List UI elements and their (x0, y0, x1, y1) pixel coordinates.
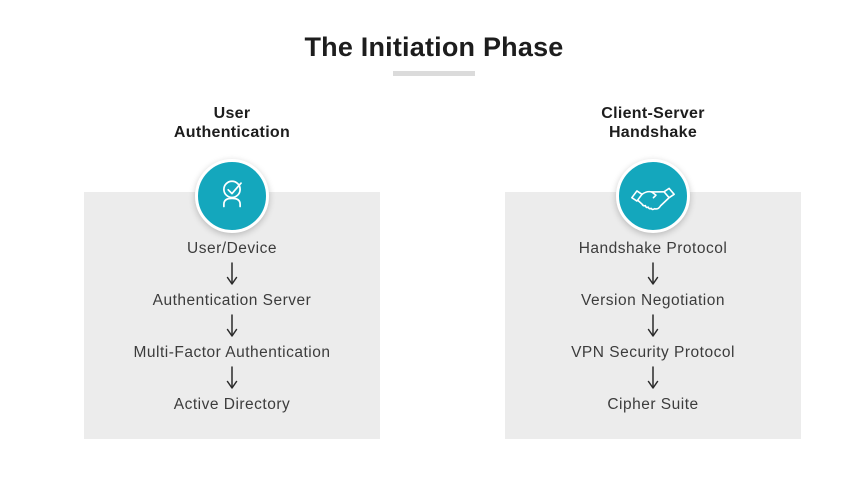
flow-step: Multi-Factor Authentication (133, 344, 331, 361)
column-header-line1: User (213, 105, 251, 122)
column-client-server-handshake: Client-Server Handshake Handshake Protoc… (505, 0, 801, 488)
page-title: The Initiation Phase (304, 32, 564, 62)
flow-step: Handshake Protocol (578, 240, 728, 257)
down-arrow-icon (645, 262, 661, 288)
flow-step: User/Device (187, 240, 277, 257)
column-header-line2: Authentication (173, 124, 291, 141)
column-header-client-server-handshake: Client-Server Handshake (505, 104, 801, 142)
flow-box-client-server-handshake: Handshake Protocol Version Negotiation V… (505, 192, 801, 439)
down-arrow-icon (645, 366, 661, 392)
column-header-line2: Handshake (608, 124, 698, 141)
title-underline (393, 71, 475, 76)
down-arrow-icon (224, 366, 240, 392)
down-arrow-icon (224, 314, 240, 340)
user-check-icon (195, 159, 269, 233)
flow-step: Active Directory (173, 396, 291, 413)
flow-step: Version Negotiation (581, 292, 725, 309)
flow-box-user-authentication: User/Device Authentication Server Multi-… (84, 192, 380, 439)
down-arrow-icon (645, 314, 661, 340)
flow-step: Cipher Suite (607, 396, 699, 413)
column-header-user-authentication: User Authentication (84, 104, 380, 142)
down-arrow-icon (224, 262, 240, 288)
flow-step: Authentication Server (152, 292, 312, 309)
column-user-authentication: User Authentication User/Device Authenti… (84, 0, 380, 488)
column-header-line1: Client-Server (601, 105, 705, 122)
flow-step: VPN Security Protocol (571, 344, 735, 361)
handshake-icon (616, 159, 690, 233)
